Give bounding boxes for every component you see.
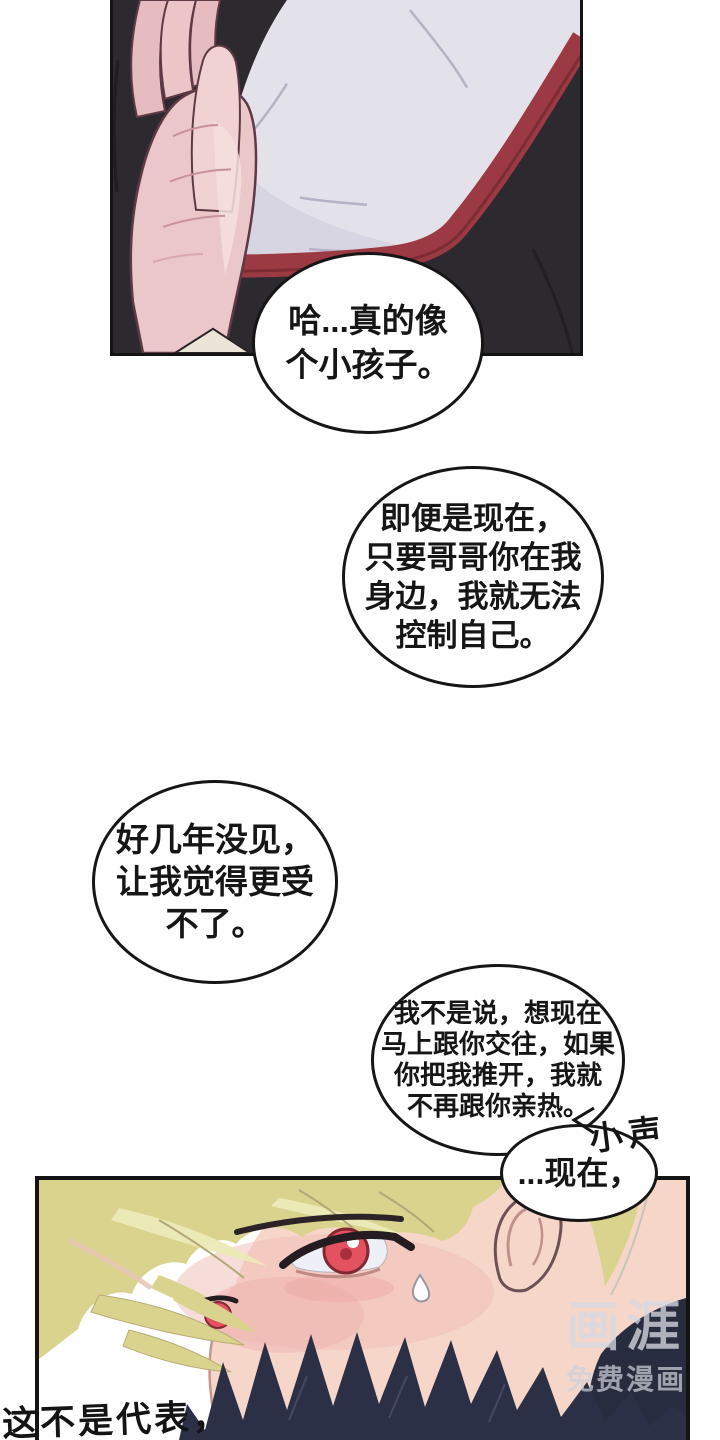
bubble-line: 你把我推开，我就	[393, 1060, 602, 1090]
watermark: 画涯 免费漫画	[566, 1300, 686, 1394]
watermark-subtitle: 免费漫画	[565, 1364, 686, 1395]
bubble-line: 哈...真的像	[288, 302, 448, 339]
top-panel-artwork	[113, 0, 580, 353]
whisper-label: 小声	[587, 1111, 670, 1158]
bubble-line: 好几年没见，	[116, 821, 314, 858]
bubble-line: 不了。	[165, 905, 265, 942]
bubble-line: 只要哥哥你在我	[364, 540, 582, 575]
bottom-caption: 这不是代表，	[1, 1397, 231, 1440]
speech-bubble-2-text: 即便是现在， 只要哥哥你在我 身边，我就无法 控制自己。	[345, 499, 601, 655]
bubble-line: 马上跟你交往，如果	[380, 1029, 615, 1059]
speech-bubble-5-text: ...现在，	[503, 1155, 655, 1191]
speech-bubble-3-text: 好几年没见， 让我觉得更受 不了。	[95, 819, 335, 945]
bubble-line: 我不是说，想现在	[393, 998, 602, 1028]
bubble-line: 不再跟你亲热。	[406, 1091, 589, 1121]
watermark-logo: 画涯	[566, 1297, 686, 1357]
speech-bubble-3: 好几年没见， 让我觉得更受 不了。	[92, 780, 338, 984]
speech-bubble-2: 即便是现在， 只要哥哥你在我 身边，我就无法 控制自己。	[342, 466, 604, 688]
bubble-line: ...现在，	[517, 1155, 641, 1191]
bubble-line: 即便是现在，	[380, 501, 566, 536]
speech-bubble-5: ...现在，	[500, 1124, 658, 1222]
speech-bubble-1-text: 哈...真的像 个小孩子。	[255, 299, 481, 387]
bubble-line: 个小孩子。	[285, 346, 451, 383]
top-panel	[110, 0, 583, 356]
speech-bubble-4-text: 我不是说，想现在 马上跟你交往，如果 你把我推开，我就 不再跟你亲热。	[374, 998, 622, 1122]
bubble-line: 让我觉得更受	[116, 863, 314, 900]
bottom-panel-artwork	[39, 1180, 686, 1440]
bubble-line: 身边，我就无法	[364, 579, 582, 614]
bubble-tail-icon	[571, 1106, 595, 1135]
speech-bubble-1: 哈...真的像 个小孩子。	[252, 252, 484, 434]
bubble-line: 控制自己。	[395, 618, 551, 653]
speech-bubble-4: 我不是说，想现在 马上跟你交往，如果 你把我推开，我就 不再跟你亲热。	[371, 964, 625, 1156]
